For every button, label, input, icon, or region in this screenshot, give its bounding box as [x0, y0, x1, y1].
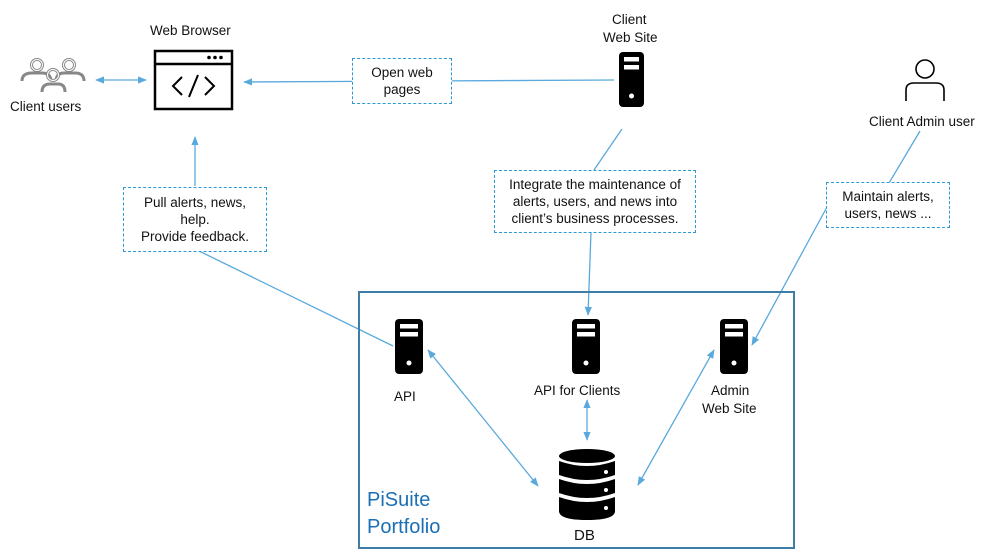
client-web-site-label-line2: Web Site	[603, 30, 658, 45]
edge-api-browser-lower	[196, 249, 394, 347]
edge-adminsite-db	[637, 349, 715, 486]
db-label: DB	[574, 527, 595, 544]
database-icon	[559, 449, 615, 520]
edge-integrate-apiclients	[584, 231, 592, 316]
edge-api-db	[427, 349, 539, 487]
pisuite-portfolio-frame	[358, 291, 795, 549]
client-admin-label: Client Admin user	[869, 114, 975, 129]
admin-web-site-label-line1: Admin	[711, 383, 750, 398]
api-for-clients-label: API for Clients	[534, 383, 621, 398]
admin-web-site-label-line2: Web Site	[702, 401, 757, 416]
server-icon	[395, 319, 423, 374]
api-label: API	[394, 389, 416, 404]
note-pull-alerts: Pull alerts, news, help. Provide feedbac…	[123, 187, 267, 252]
web-browser-label: Web Browser	[150, 23, 231, 38]
client-web-site-label-line1: Client	[612, 12, 647, 27]
server-icon	[619, 52, 644, 107]
pisuite-portfolio-title: PiSuite Portfolio	[367, 489, 441, 538]
user-icon	[905, 59, 945, 101]
edge-admin-maintain	[888, 130, 921, 184]
edge-clientsite-integrate	[593, 128, 623, 171]
edge-maintain-adminsite	[751, 206, 828, 346]
note-open-web-pages: Open web pages	[352, 58, 452, 104]
server-icon	[720, 319, 748, 374]
server-icon	[572, 319, 600, 374]
client-users-label: Client users	[10, 99, 82, 114]
note-maintain: Maintain alerts, users, news ...	[826, 182, 950, 228]
browser-code-icon	[153, 49, 234, 111]
note-integrate: Integrate the maintenance of alerts, use…	[494, 170, 696, 233]
